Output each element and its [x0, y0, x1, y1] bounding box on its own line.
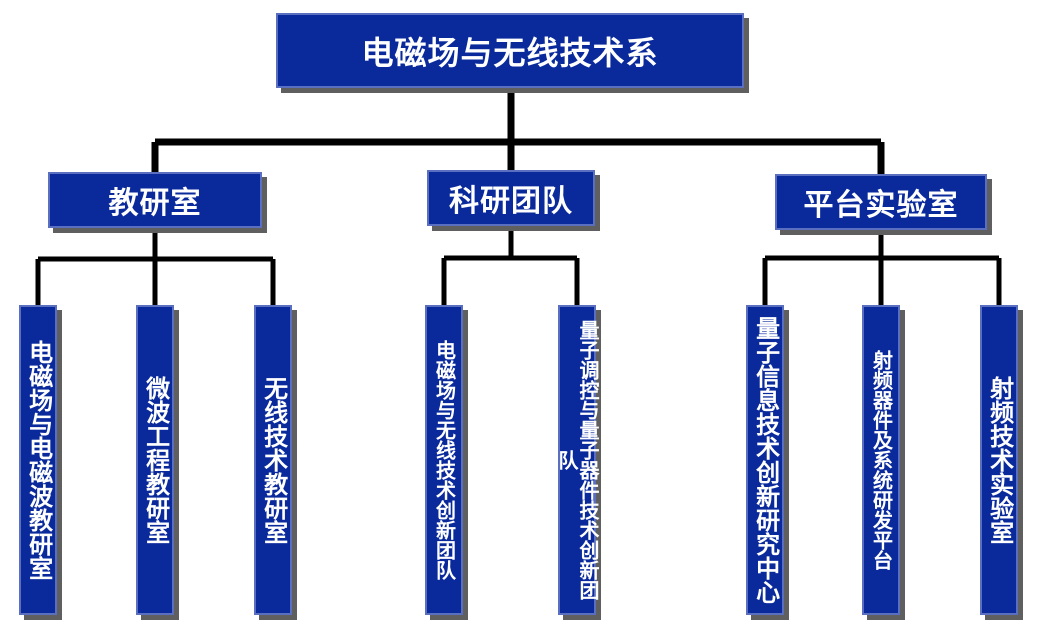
leaf-node-rf-lab: 射频技术实验室: [980, 305, 1018, 615]
root-node: 电磁场与无线技术系: [276, 13, 744, 88]
leaf-node-quantum-info-center: 量子信息技术创新研究中心: [746, 305, 784, 615]
leaf-node-rf-device-platform: 射频器件及系统研发平台: [862, 305, 900, 615]
group-node-teaching: 教研室: [48, 172, 262, 228]
leaf-node-microwave-office: 微波工程教研室: [136, 305, 174, 615]
leaf-node-em-field-wave-office: 电磁场与电磁波教研室: [19, 305, 57, 615]
leaf-node-quantum-device-team: 量子调控与量子器件技术创新团队: [555, 305, 600, 615]
leaf-node-em-wireless-team: 电磁场与无线技术创新团队: [425, 305, 463, 615]
leaf-node-wireless-office: 无线技术教研室: [254, 305, 292, 615]
group-node-research: 科研团队: [427, 170, 595, 226]
group-node-platform: 平台实验室: [775, 174, 987, 230]
